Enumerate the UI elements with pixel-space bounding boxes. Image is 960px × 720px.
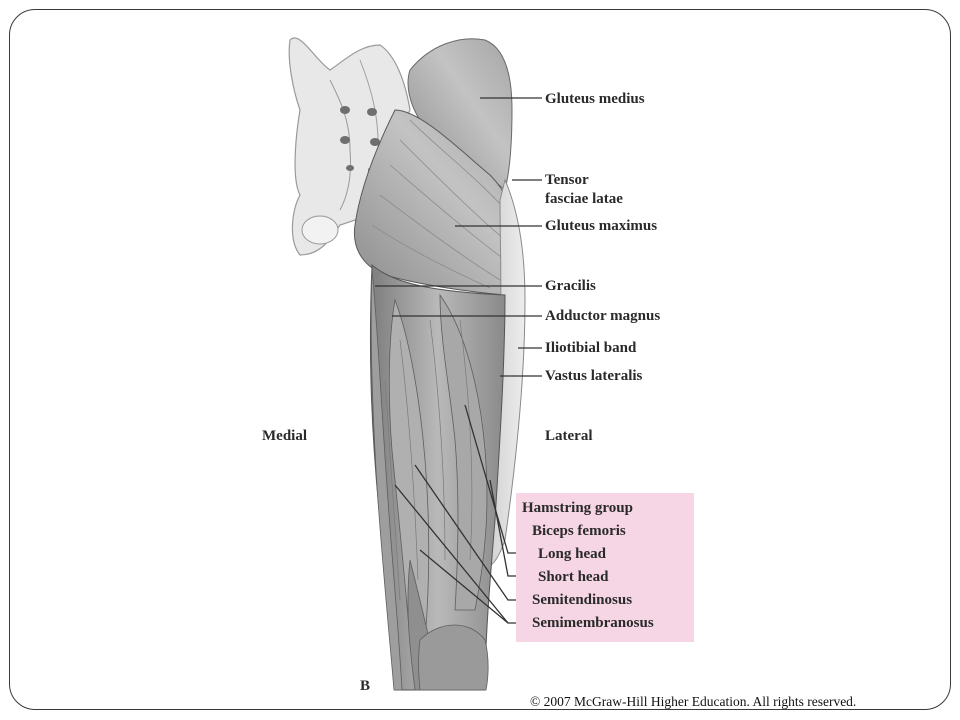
label-fasciae-latae: fasciae latae [545, 191, 623, 207]
label-gracilis: Gracilis [545, 278, 596, 294]
label-lateral: Lateral [545, 428, 593, 444]
biceps-femoris-long-head-muscle [439, 293, 488, 611]
label-short-head: Short head [538, 569, 609, 585]
label-semitendinosus: Semitendinosus [532, 592, 633, 608]
gluteus-maximus-muscle [353, 109, 521, 296]
label-hamstring-group: Hamstring group [522, 500, 633, 516]
label-semimembranosus: Semimembranosus [532, 615, 654, 631]
copyright-notice: © 2007 McGraw-Hill Higher Education. All… [530, 694, 857, 709]
gracilis-muscle [370, 269, 403, 691]
label-medial: Medial [262, 428, 307, 444]
figure-letter: B [360, 678, 371, 694]
label-adductor-magnus: Adductor magnus [545, 308, 661, 324]
label-biceps-femoris: Biceps femoris [532, 523, 626, 539]
label-long-head: Long head [538, 546, 606, 562]
label-tensor: Tensor [545, 172, 589, 188]
label-gluteus-medius: Gluteus medius [545, 91, 645, 107]
label-iliotibial-band: Iliotibial band [545, 340, 637, 356]
knee-region [418, 624, 489, 691]
hamstring-group-box [516, 493, 694, 642]
label-gluteus-maximus: Gluteus maximus [545, 218, 658, 234]
label-vastus-lateralis: Vastus lateralis [545, 368, 643, 384]
